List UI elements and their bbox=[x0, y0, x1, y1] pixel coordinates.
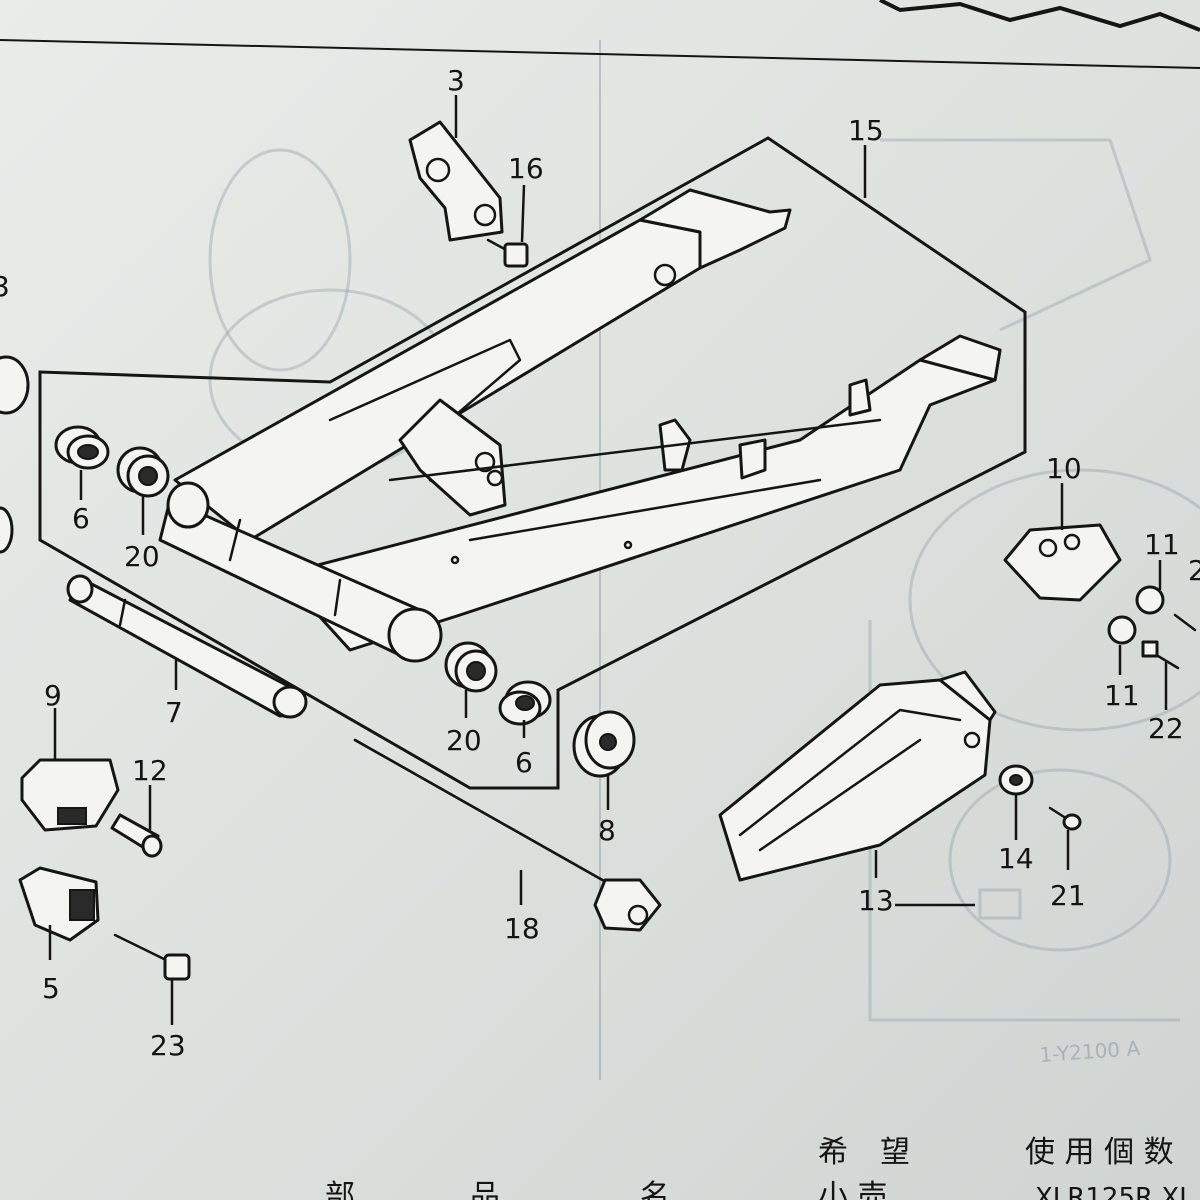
callout-8: 8 bbox=[598, 814, 616, 847]
header-usage-count: 使 用 個 数 bbox=[1025, 1135, 1174, 1170]
swingarm-icon bbox=[158, 188, 1002, 663]
header-part: 部 bbox=[325, 1179, 355, 1200]
pin-icon bbox=[110, 813, 163, 858]
callout-22: 22 bbox=[1148, 712, 1184, 745]
leader-lines bbox=[48, 95, 1168, 1025]
callout-16: 16 bbox=[508, 152, 544, 185]
callout-9: 9 bbox=[44, 679, 62, 712]
parts-table-header: 希 望 使 用 個 数 部 品 名 小 売 XLR125R XL bbox=[325, 1135, 1194, 1200]
callout-14: 14 bbox=[998, 842, 1034, 875]
callout-15: 15 bbox=[848, 114, 884, 147]
washer-icon bbox=[572, 710, 636, 778]
callout-7: 7 bbox=[165, 696, 183, 729]
small-washer-icon bbox=[998, 764, 1034, 796]
dust-seal-icon bbox=[18, 866, 100, 942]
callout-6-left: 6 bbox=[72, 502, 90, 535]
bolt-icon bbox=[486, 238, 529, 268]
chain-slider-rear-icon bbox=[20, 758, 120, 832]
callout-edge-left: 3 bbox=[0, 270, 10, 303]
pivot-collar-icon bbox=[54, 425, 552, 726]
callout-13: 13 bbox=[858, 884, 894, 917]
callout-20-left: 20 bbox=[124, 540, 160, 573]
header-model: XLR125R XL bbox=[1035, 1183, 1194, 1200]
pivot-pipe-icon bbox=[66, 574, 308, 719]
chain-guide-icon bbox=[1003, 523, 1122, 602]
header-retail: 小 売 bbox=[818, 1179, 888, 1200]
callout-21: 21 bbox=[1050, 879, 1086, 912]
callout-23: 23 bbox=[150, 1029, 186, 1062]
header-kibo-2: 望 bbox=[880, 1135, 910, 1170]
callout-6-right: 6 bbox=[515, 746, 533, 779]
chain-slider-icon bbox=[718, 670, 997, 882]
callout-11-top: 11 bbox=[1144, 528, 1180, 561]
callout-20-right: 20 bbox=[446, 724, 482, 757]
callout-10: 10 bbox=[1046, 452, 1082, 485]
collar-bolt-set-icon bbox=[1107, 585, 1197, 670]
assembly-group-outline bbox=[38, 136, 1027, 790]
callout-5: 5 bbox=[42, 972, 60, 1005]
callout-numbers: 3 16 15 6 20 10 11 11 22 9 7 20 6 8 12 1… bbox=[0, 64, 1200, 1062]
callout-3: 3 bbox=[447, 64, 465, 97]
header-kibo-1: 希 bbox=[818, 1135, 848, 1170]
header-item: 品 bbox=[470, 1179, 500, 1200]
bracket-icon bbox=[408, 120, 504, 242]
callout-18: 18 bbox=[504, 912, 540, 945]
header-title-fragment bbox=[879, 0, 1200, 32]
edge-part-left-icon bbox=[0, 355, 30, 554]
pivot-bolt-icon bbox=[353, 738, 662, 932]
top-border-line bbox=[0, 39, 1200, 69]
needle-bearing-icon bbox=[116, 446, 498, 693]
screw-icon bbox=[1048, 806, 1082, 831]
flange-bolt-icon bbox=[113, 933, 191, 981]
watermark-code: 1-Y2100 A bbox=[1039, 1036, 1141, 1067]
callout-edge-right: 2 bbox=[1188, 554, 1200, 587]
callout-11-bottom: 11 bbox=[1104, 679, 1140, 712]
callout-12: 12 bbox=[132, 754, 168, 787]
header-name: 名 bbox=[640, 1179, 670, 1200]
